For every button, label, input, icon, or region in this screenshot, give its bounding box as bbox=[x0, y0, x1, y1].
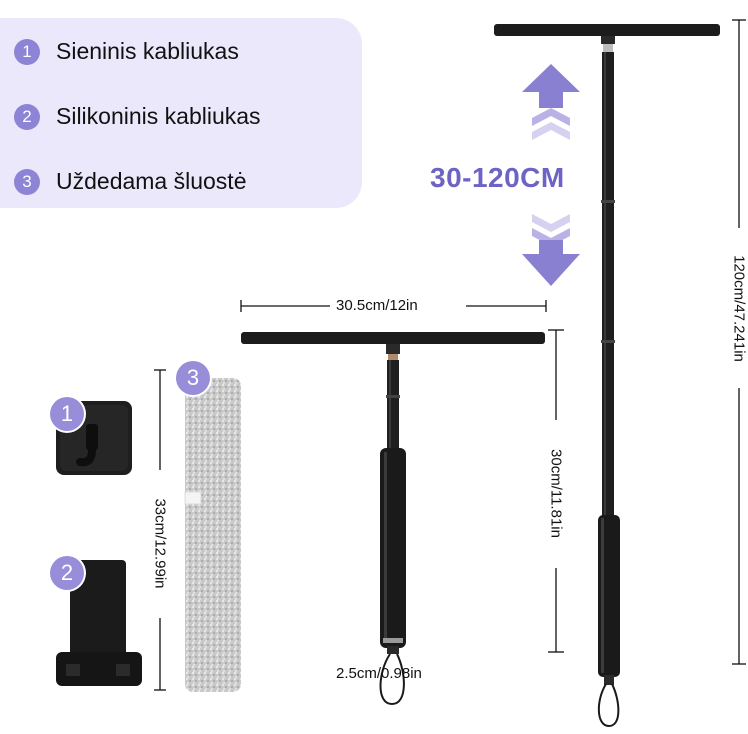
legend-item-wiper-pad: 3 Uždedama šluostė bbox=[14, 168, 247, 195]
pad-length-label: 33cm/12.99in bbox=[151, 498, 169, 589]
badge-silicone-hook: 2 bbox=[50, 556, 84, 590]
tall-height-label: 120cm/47.241in bbox=[730, 255, 748, 362]
legend-item-wall-hook: 1 Sieninis kabliukas bbox=[14, 38, 239, 65]
legend-label: Silikoninis kabliukas bbox=[56, 103, 261, 129]
legend-label: Sieninis kabliukas bbox=[56, 38, 239, 64]
silicone-hook-photo bbox=[56, 560, 142, 686]
length-range-label: 30-120CM bbox=[430, 162, 565, 193]
number-badge: 1 bbox=[14, 38, 40, 65]
dimension-lines bbox=[154, 19, 746, 691]
blade-width-label: 30.5cm/12in bbox=[336, 297, 418, 314]
number-badge: 3 bbox=[14, 168, 40, 195]
badge-wall-hook: 1 bbox=[50, 397, 84, 431]
tall-squeegee bbox=[494, 24, 720, 728]
handle-diameter-label: 2.5cm/0.98in bbox=[336, 665, 422, 682]
legend-item-silicone-hook: 2 Silikoninis kabliukas bbox=[14, 103, 261, 130]
number-badge: 2 bbox=[14, 103, 40, 130]
short-squeegee bbox=[241, 332, 545, 706]
short-height-label: 30cm/11.81in bbox=[547, 449, 565, 538]
wiper-pad-photo bbox=[184, 378, 241, 692]
legend-panel: 1 Sieninis kabliukas 2 Silikoninis kabli… bbox=[0, 18, 362, 208]
badge-wiper-pad: 3 bbox=[176, 361, 210, 395]
legend-label: Uždedama šluostė bbox=[56, 168, 247, 194]
extend-up-arrow-icon bbox=[522, 64, 580, 140]
extend-down-arrow-icon bbox=[522, 214, 580, 286]
